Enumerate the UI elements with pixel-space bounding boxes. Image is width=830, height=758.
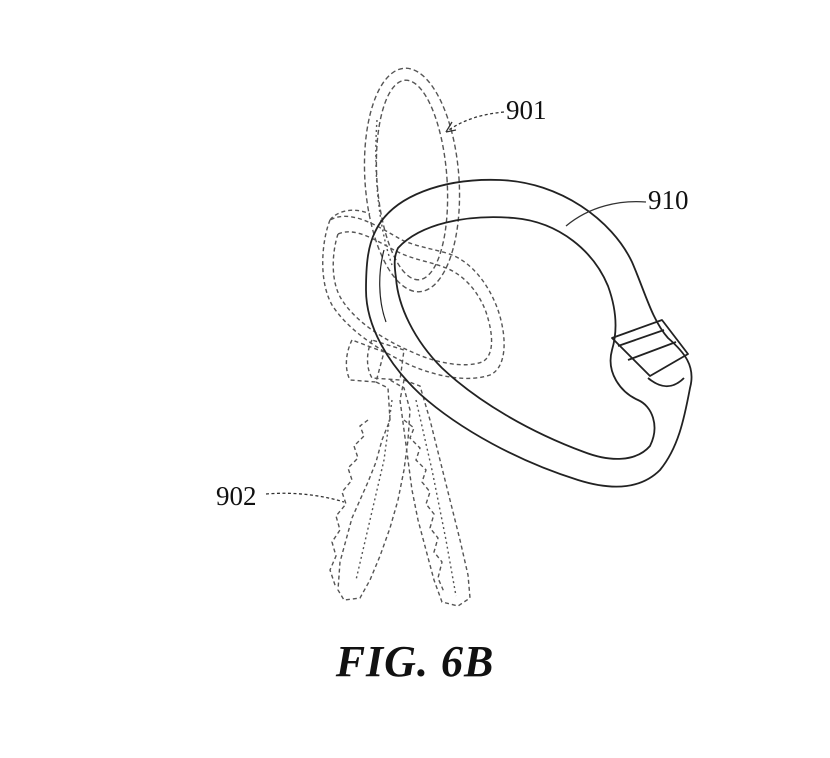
- reference-label-902: 902: [216, 481, 257, 511]
- carabiner-edge-highlight: [379, 249, 387, 323]
- key-ring-inner: [375, 79, 449, 281]
- carabiner-910: [365, 178, 693, 488]
- key-head-front: [332, 231, 493, 366]
- figure-caption: FIG. 6B: [335, 637, 495, 686]
- key-2-groove: [415, 399, 457, 597]
- leader-line-901: [445, 111, 505, 133]
- key-ring-901: [363, 67, 461, 293]
- key-1-shoulder: [345, 339, 385, 383]
- key-ring-shading: [375, 119, 393, 266]
- key-ring-outer: [363, 67, 461, 293]
- carabiner-inner-edge: [393, 216, 656, 460]
- key-1-groove: [355, 399, 393, 581]
- keys-902: [322, 209, 505, 607]
- key-2-blade: [399, 379, 471, 607]
- leader-arrow-901: [445, 121, 457, 133]
- leader-line-902: [265, 492, 345, 503]
- key-1-blade: [337, 379, 411, 601]
- carabiner-gate-sleeve: [611, 319, 689, 377]
- key-1-teeth: [329, 419, 369, 589]
- carabiner-gate-nose: [647, 377, 685, 388]
- leader-lines: [265, 111, 647, 503]
- reference-label-901: 901: [506, 95, 547, 125]
- leader-line-910: [565, 200, 647, 227]
- key-head-back: [322, 215, 505, 380]
- key-head-fold: [329, 209, 371, 221]
- key-2-teeth: [403, 419, 445, 593]
- reference-label-910: 910: [648, 185, 689, 215]
- carabiner-outer-edge: [365, 178, 693, 488]
- carabiner-gate-sleeve-ring-2: [627, 341, 677, 361]
- carabiner-gate-sleeve-ring: [617, 329, 665, 347]
